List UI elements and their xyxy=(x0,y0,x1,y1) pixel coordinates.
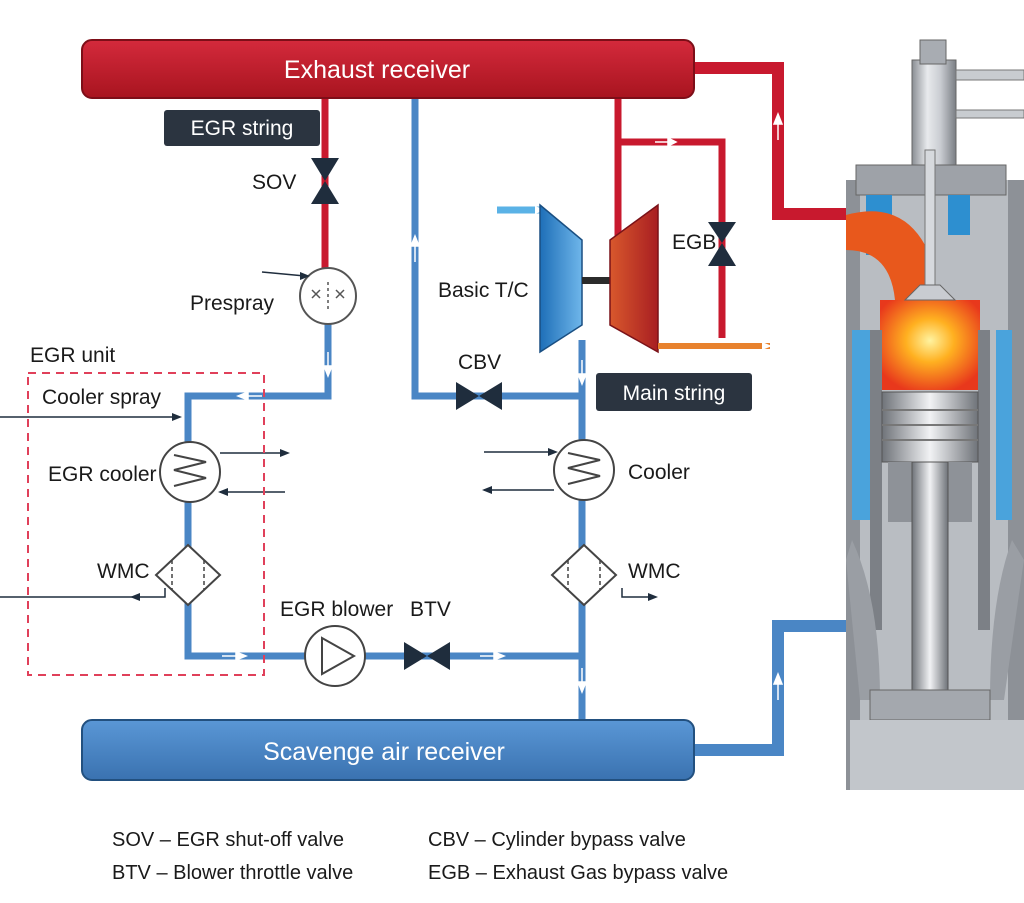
scavenge-receiver-label: Scavenge air receiver xyxy=(263,738,505,766)
btv-label: BTV xyxy=(410,598,451,621)
egr-blower-icon xyxy=(304,625,366,687)
sov-valve-icon xyxy=(311,158,339,204)
cbv-label: CBV xyxy=(458,351,501,374)
btv-valve-icon xyxy=(404,642,450,670)
main-string-label: Main string xyxy=(623,382,726,405)
legend-sov: SOV – EGR shut-off valve xyxy=(112,829,344,851)
wmc-right-icon xyxy=(550,543,658,607)
main-cooler-icon xyxy=(482,439,615,501)
turbine-icon xyxy=(609,203,659,354)
prespray-icon xyxy=(261,267,357,325)
egr-unit-boundary xyxy=(27,372,265,676)
egr-string-label: EGR string xyxy=(191,117,294,140)
egr-cooler-label: EGR cooler xyxy=(48,463,157,486)
egr-unit-label: EGR unit xyxy=(30,344,115,367)
main-string-tag xyxy=(596,373,752,411)
cooler-label: Cooler xyxy=(628,461,690,484)
scavenge-to-engine-pipe xyxy=(692,620,846,756)
egb-label: EGB xyxy=(672,231,716,254)
egr-cooler-icon xyxy=(159,441,290,503)
prespray-label: Prespray xyxy=(190,292,275,315)
egr-string-tag xyxy=(164,110,320,146)
exhaust-piping xyxy=(692,62,846,220)
cooler-spray-arrow xyxy=(0,413,182,421)
basic-tc-label: Basic T/C xyxy=(438,279,529,302)
legend-egb: EGB – Exhaust Gas bypass valve xyxy=(428,862,728,884)
exhaust-branch-piping xyxy=(321,98,726,338)
engine-cross-section xyxy=(846,39,1024,790)
wmc-left-label: WMC xyxy=(97,560,149,583)
scavenge-receiver-block xyxy=(81,719,695,781)
exhaust-receiver-label: Exhaust receiver xyxy=(284,56,470,84)
legend: SOV – EGR shut-off valve BTV – Blower th… xyxy=(112,829,728,884)
legend-btv: BTV – Blower throttle valve xyxy=(112,862,353,884)
exhaust-receiver-block xyxy=(81,39,695,99)
egb-valve-icon xyxy=(708,222,736,266)
exhaust-flow-arrows xyxy=(655,111,784,148)
cbv-valve-icon xyxy=(456,382,502,410)
cooler-spray-label: Cooler spray xyxy=(42,386,162,409)
egr-blower-label: EGR blower xyxy=(280,598,393,621)
compressor-icon xyxy=(539,203,583,354)
legend-cbv: CBV – Cylinder bypass valve xyxy=(428,829,686,851)
air-flow-arrows xyxy=(222,233,784,700)
air-piping xyxy=(184,98,586,722)
wmc-right-label: WMC xyxy=(628,560,680,583)
wmc-left-icon xyxy=(0,543,222,607)
sov-label: SOV xyxy=(252,171,296,194)
turbocharger xyxy=(497,203,772,354)
